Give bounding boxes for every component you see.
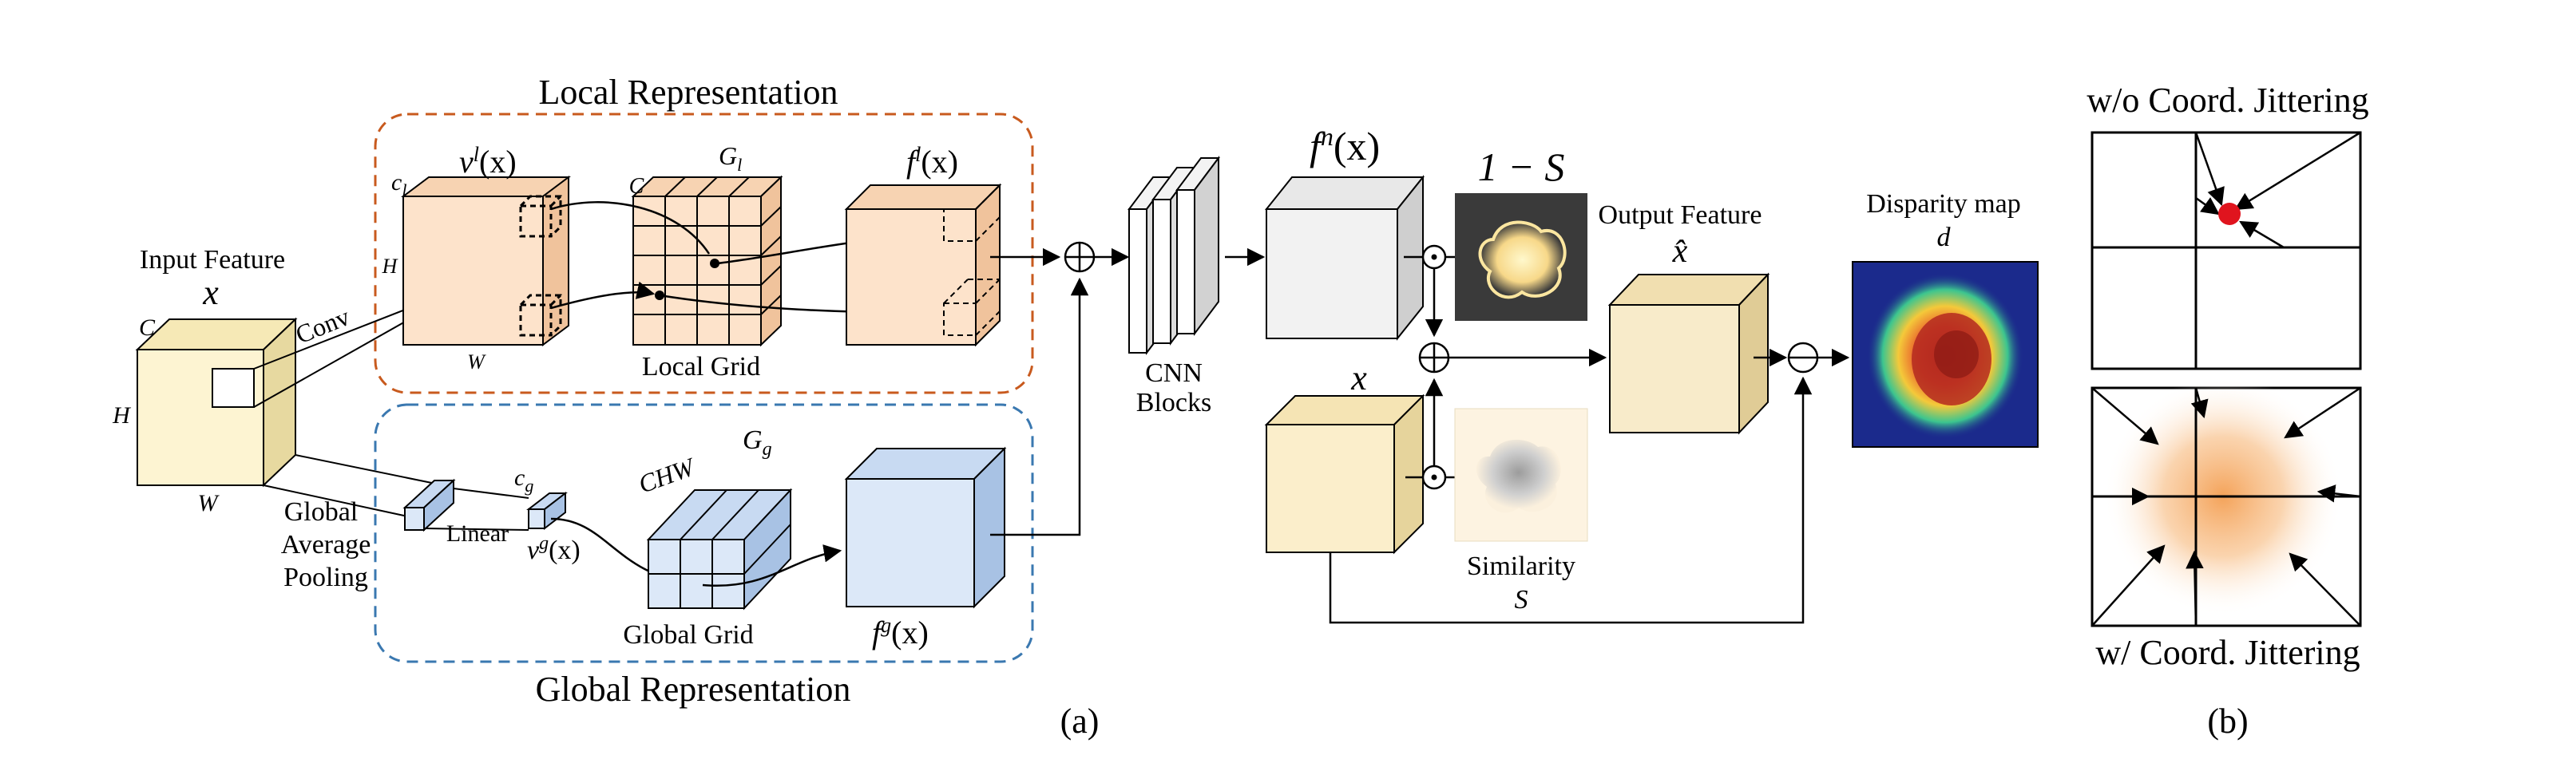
grid-with-jittering bbox=[2091, 377, 2362, 627]
cnn-label-line1: CNN bbox=[1145, 358, 1203, 388]
cg-label: cg bbox=[514, 465, 533, 496]
vl-dim-h: H bbox=[382, 255, 398, 278]
local-grid-c-label: C bbox=[629, 174, 644, 199]
gap-label-line2: Average bbox=[281, 530, 371, 560]
query-point bbox=[2218, 203, 2241, 225]
input-dim-w: W bbox=[198, 490, 220, 516]
similarity-label: Similarity bbox=[1467, 552, 1575, 581]
arrow-l bbox=[2195, 196, 2220, 216]
grid-without-jittering bbox=[2091, 131, 2362, 370]
local-grid-cube bbox=[631, 175, 783, 347]
one-minus-s-label: 1 − S bbox=[1478, 144, 1565, 189]
multiply-operator-top bbox=[1421, 244, 1447, 270]
arrow-tr bbox=[2234, 131, 2361, 211]
cnn-label-line2: Blocks bbox=[1136, 388, 1211, 417]
disparity-label: Disparity map bbox=[1866, 189, 2021, 219]
panel-b-title-bottom: w/ Coord. Jittering bbox=[2095, 633, 2360, 672]
fg-to-plus-arrow bbox=[990, 277, 1089, 536]
vl-dim-w: W bbox=[467, 350, 486, 374]
arrow-b bbox=[2239, 220, 2285, 249]
input-var-label: x bbox=[202, 273, 219, 312]
x-cube-label: x bbox=[1350, 358, 1367, 397]
s-label: S bbox=[1515, 585, 1528, 615]
linear-line-bottom bbox=[423, 528, 529, 531]
sum-operator-2 bbox=[1418, 342, 1450, 374]
vl-label: vl(x) bbox=[459, 143, 517, 180]
global-representation-title: Global Representation bbox=[536, 670, 851, 709]
vg-label: vg(x) bbox=[527, 533, 581, 565]
global-grid-cube bbox=[646, 488, 793, 611]
linear-label: Linear bbox=[446, 520, 509, 547]
similarity-map bbox=[1454, 408, 1588, 542]
vl-to-grid-curve-top bbox=[550, 201, 711, 255]
fn-label: fn(x) bbox=[1310, 122, 1380, 168]
gl-label: Gl bbox=[719, 141, 742, 175]
fg-label: fg(x) bbox=[872, 614, 929, 650]
output-feature-label: Output Feature bbox=[1599, 200, 1762, 230]
x-residual-path bbox=[1329, 376, 1813, 624]
input-dim-h: H bbox=[112, 402, 132, 429]
fn-cube bbox=[1264, 175, 1425, 341]
linear-line-top bbox=[453, 488, 529, 499]
subfig-a-label: (a) bbox=[1060, 702, 1100, 741]
panel-b-title-top: w/o Coord. Jittering bbox=[2087, 81, 2368, 120]
gap-vector bbox=[402, 478, 456, 532]
local-representation-title: Local Representation bbox=[538, 73, 838, 112]
grid-sample-dot-top bbox=[710, 259, 719, 268]
global-grid-label: Global Grid bbox=[623, 620, 753, 650]
x-cube bbox=[1264, 393, 1425, 555]
gg-label: Gg bbox=[743, 425, 772, 460]
output-feature-cube bbox=[1607, 272, 1770, 435]
gap-label-line3: Pooling bbox=[283, 563, 368, 592]
arrow-t bbox=[2194, 132, 2225, 207]
subfig-b-label: (b) bbox=[2207, 702, 2248, 741]
gap-line-bottom bbox=[263, 484, 412, 518]
gap-line-top bbox=[295, 454, 452, 488]
one-minus-s-map bbox=[1455, 193, 1587, 321]
disparity-map bbox=[1852, 261, 2039, 448]
input-feature-cube bbox=[135, 317, 298, 488]
fl-cube bbox=[844, 183, 1002, 347]
sum-operator-1 bbox=[1064, 241, 1096, 273]
vl-to-grid-curve-bottom bbox=[550, 281, 656, 310]
subtract-operator bbox=[1787, 342, 1819, 374]
cnn-blocks bbox=[1127, 156, 1220, 355]
fg-cube bbox=[844, 446, 1007, 609]
input-dim-c: C bbox=[139, 314, 156, 341]
global-representation-box bbox=[374, 403, 1034, 663]
d-label: d bbox=[1937, 223, 1952, 252]
chw-label: CHW bbox=[635, 451, 700, 498]
input-feature-label: Input Feature bbox=[140, 245, 285, 275]
local-grid-label: Local Grid bbox=[642, 352, 760, 382]
gap-label-line1: Global bbox=[284, 497, 359, 527]
fl-label: fl(x) bbox=[906, 143, 958, 180]
vl-cube bbox=[401, 176, 571, 346]
global-grid-to-fg-curve bbox=[702, 544, 842, 587]
vg-vector bbox=[526, 491, 568, 531]
local-representation-box bbox=[374, 113, 1034, 394]
multiply-operator-bottom bbox=[1421, 465, 1447, 490]
cl-label: cl bbox=[391, 169, 406, 200]
x-hat-label: x̂ bbox=[1672, 233, 1688, 270]
